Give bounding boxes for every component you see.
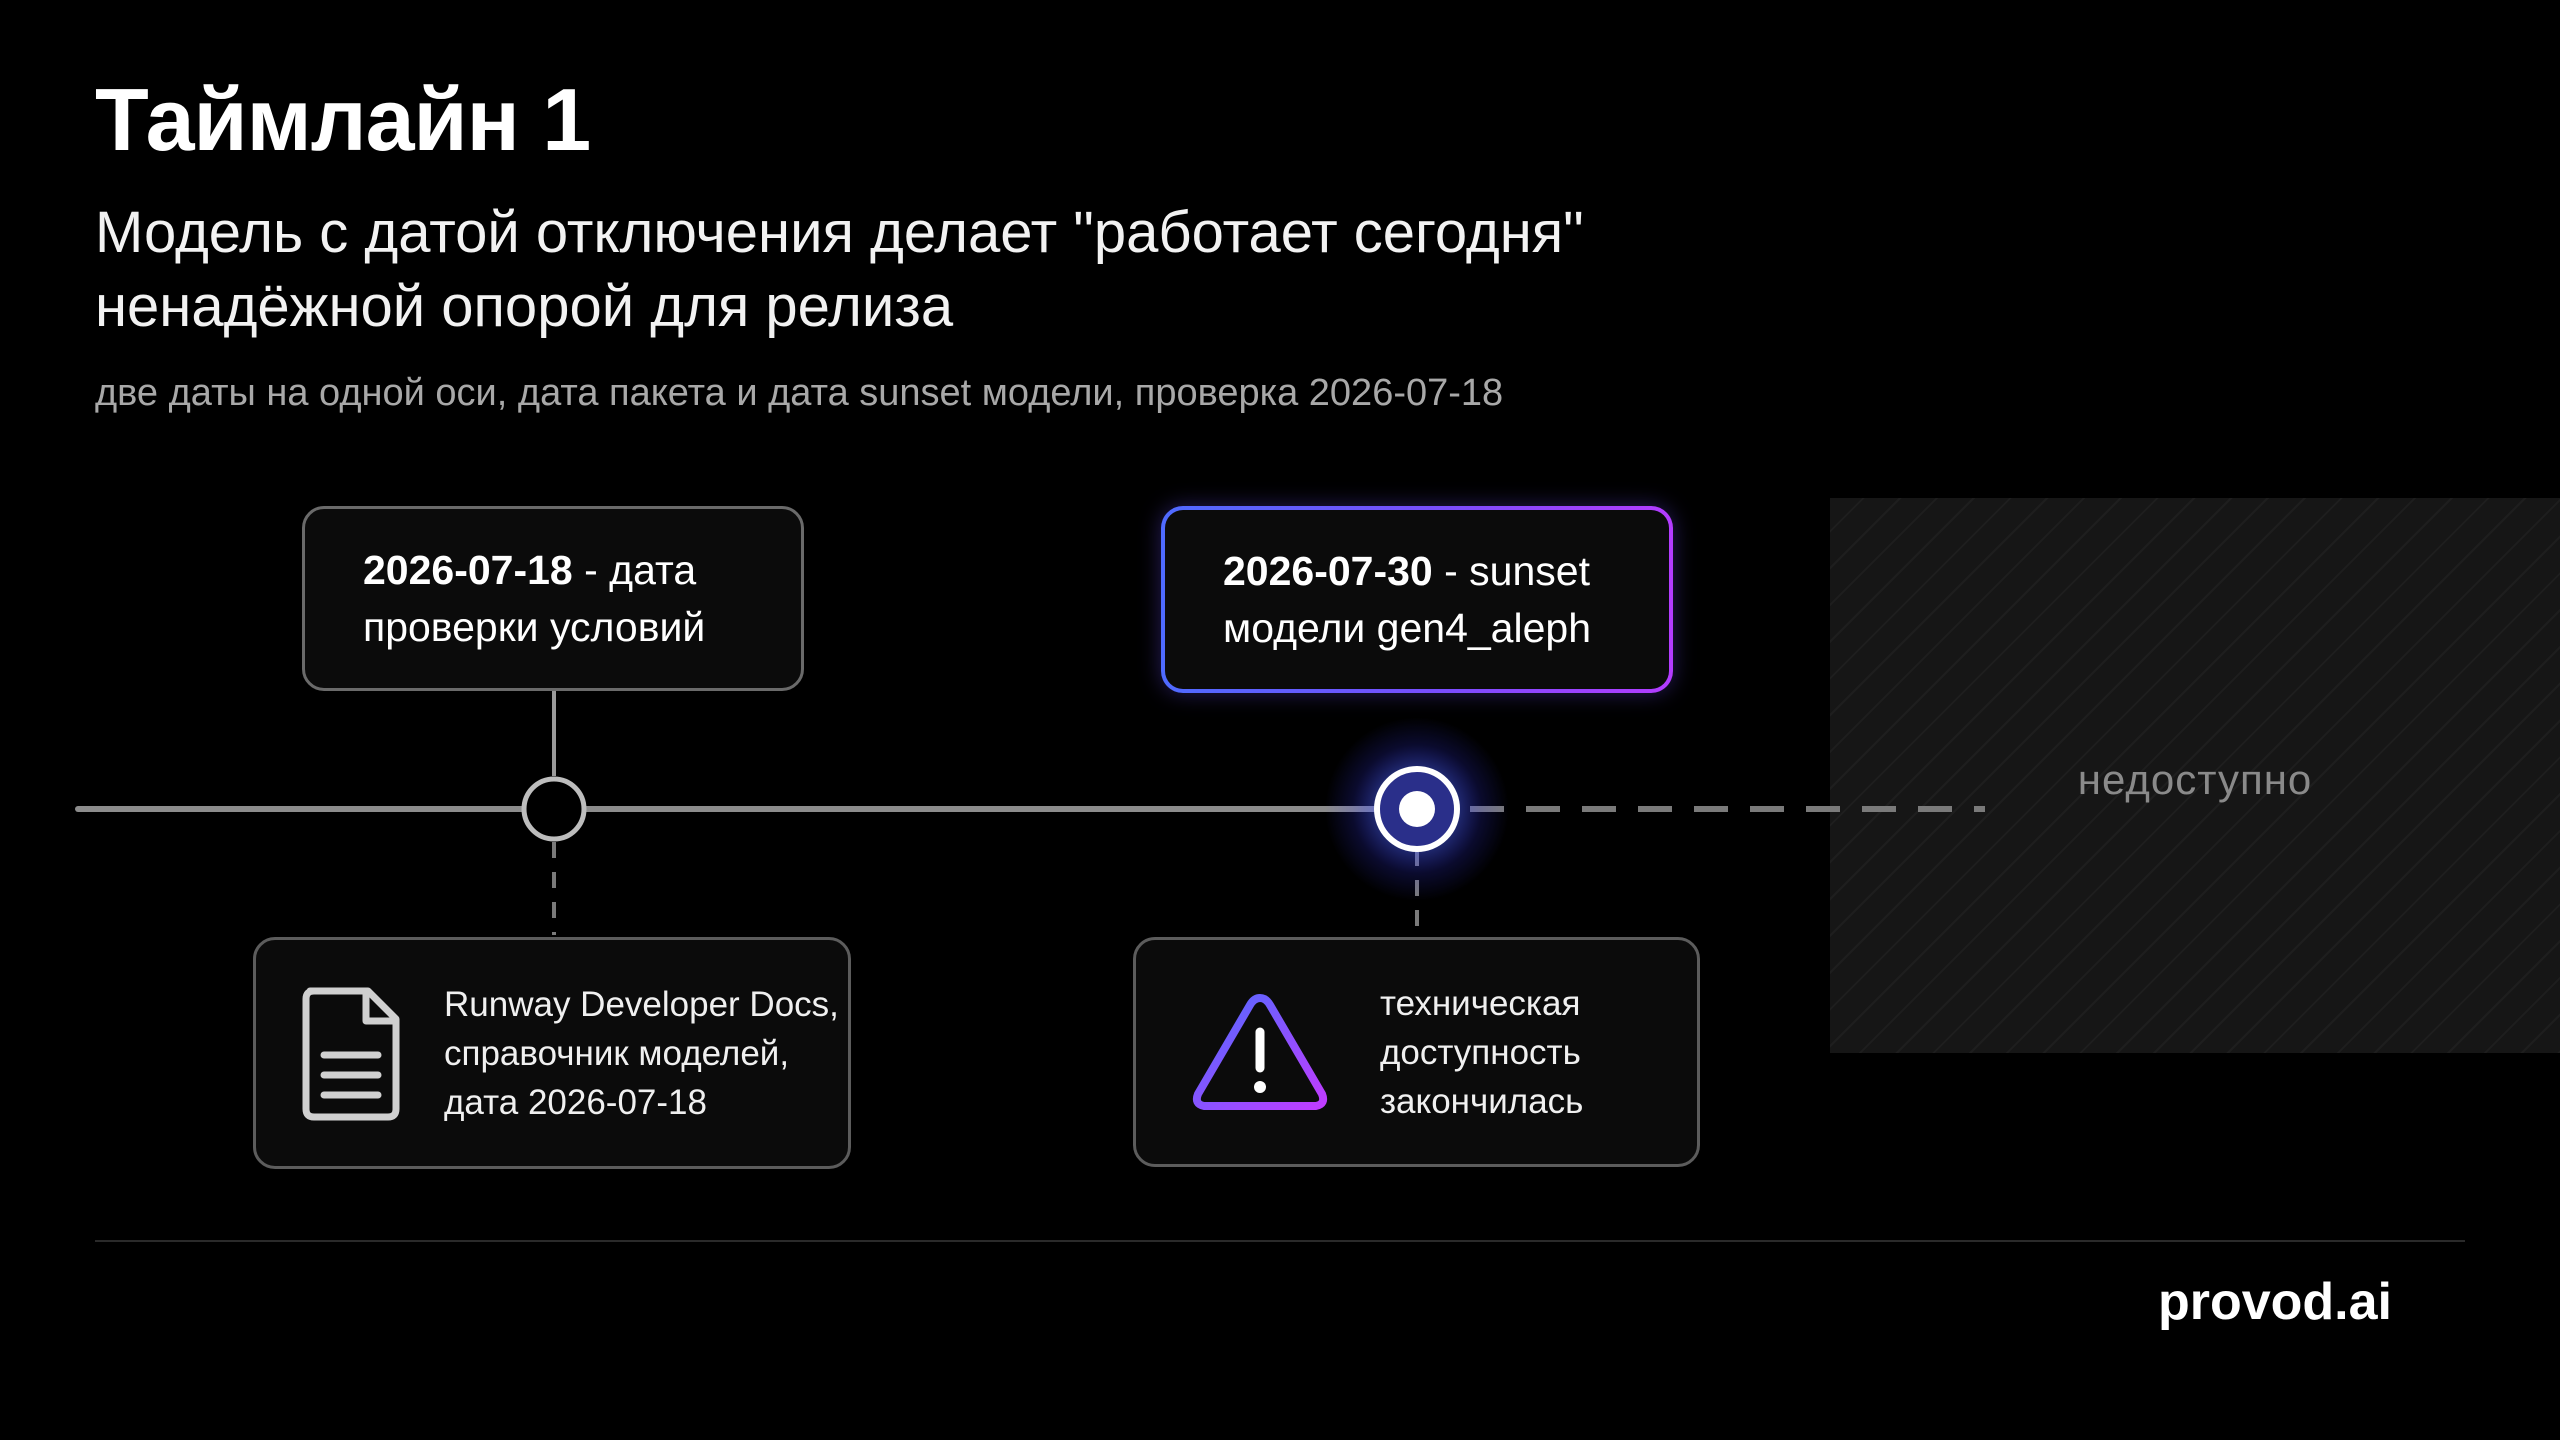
event-2-marker-core bbox=[1399, 791, 1435, 827]
event-1-label-part2: проверки условий bbox=[363, 603, 706, 650]
event-2-label-part1: - sunset bbox=[1432, 547, 1590, 594]
event-2-date: 2026-07-30 bbox=[1223, 547, 1433, 594]
subtitle-line-2: ненадёжной опорой для релиза bbox=[95, 274, 954, 339]
event-2-note-line-3: закончилась bbox=[1380, 1081, 1584, 1121]
document-icon bbox=[302, 987, 400, 1121]
page-caption: две даты на одной оси, дата пакета и дат… bbox=[95, 372, 1504, 414]
event-2-date-box: 2026-07-30 - sunset модели gen4_aleph bbox=[1161, 506, 1673, 693]
event-1-note-line-2: справочник моделей, bbox=[444, 1033, 790, 1073]
event-1-marker bbox=[521, 776, 587, 842]
event-1-date-line: 2026-07-18 - дата bbox=[363, 542, 801, 599]
event-2-note-text: техническая доступность закончилась bbox=[1380, 979, 1583, 1126]
subtitle-line-1: Модель с датой отключения делает "работа… bbox=[95, 200, 1584, 265]
unavailable-zone bbox=[1830, 498, 2560, 1053]
event-1-note-text: Runway Developer Docs, справочник моделе… bbox=[444, 980, 839, 1127]
event-1-date-box: 2026-07-18 - дата проверки условий bbox=[302, 506, 804, 691]
event-2-note-line-2: доступность bbox=[1380, 1032, 1581, 1072]
page-title: Таймлайн 1 bbox=[95, 70, 591, 169]
event-2-note-line-1: техническая bbox=[1380, 983, 1581, 1023]
brand-logo-text: provod.ai bbox=[2157, 1273, 2392, 1331]
event-1-note-box: Runway Developer Docs, справочник моделе… bbox=[253, 937, 851, 1169]
event-2-date-line: 2026-07-30 - sunset bbox=[1223, 543, 1669, 600]
event-2-label-part2: модели gen4_aleph bbox=[1223, 604, 1591, 651]
page-subtitle: Модель с датой отключения делает "работа… bbox=[95, 196, 1995, 344]
event-1-label-part1: - дата bbox=[572, 546, 697, 593]
event-1-note-line-1: Runway Developer Docs, bbox=[444, 984, 839, 1024]
event-2-note-box: техническая доступность закончилась bbox=[1133, 937, 1700, 1167]
event-1-date: 2026-07-18 bbox=[363, 546, 573, 593]
event-1-note-line-3: дата 2026-07-18 bbox=[444, 1082, 707, 1122]
warning-icon bbox=[1192, 994, 1328, 1110]
footer-divider bbox=[95, 1240, 2465, 1242]
unavailable-label: недоступно bbox=[2077, 756, 2313, 803]
